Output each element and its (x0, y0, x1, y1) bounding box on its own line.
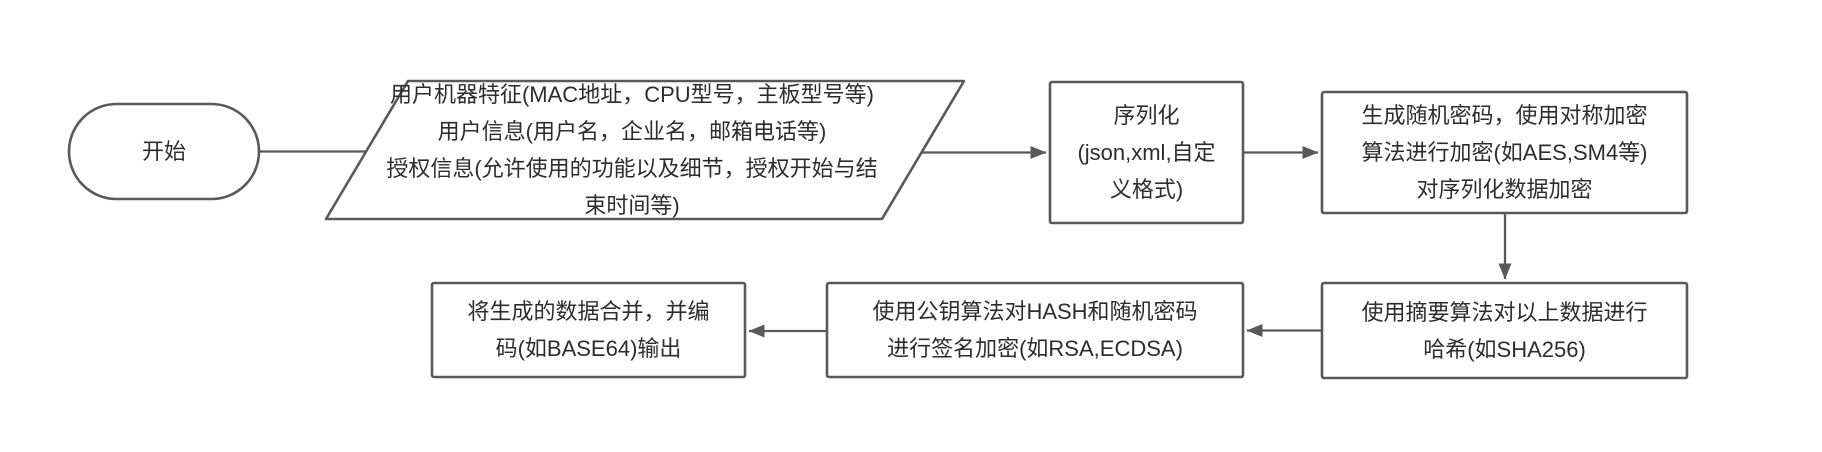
license-data-parallelogram-shape (324, 79, 966, 221)
serialize-process-shape (1048, 80, 1245, 225)
symmetric-encrypt-process-shape (1320, 90, 1689, 215)
start-terminator-shape (67, 102, 261, 201)
merge-output-process-shape (430, 281, 747, 379)
hash-process-shape (1320, 281, 1689, 380)
sign-process-shape (825, 281, 1245, 379)
